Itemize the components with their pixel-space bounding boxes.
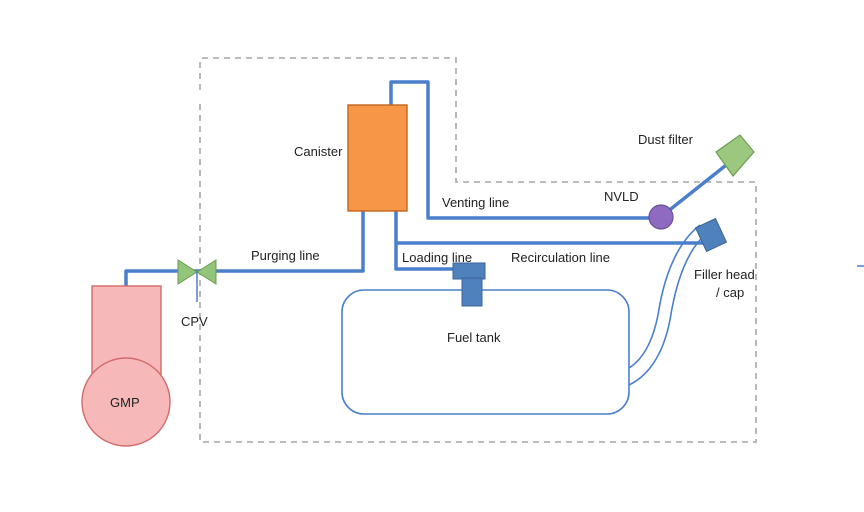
venting-line-label: Venting line bbox=[442, 195, 509, 210]
tank-fitting-icon bbox=[452, 262, 486, 307]
purging-line-label: Purging line bbox=[251, 248, 320, 263]
filler-neck-outer bbox=[628, 231, 709, 386]
bowtie-valve-icon bbox=[177, 259, 217, 302]
filler-cap-label: / cap bbox=[716, 285, 744, 300]
filler-cap-icon bbox=[694, 217, 728, 253]
purging-line bbox=[124, 210, 365, 288]
fuel-tank-label: Fuel tank bbox=[447, 330, 501, 345]
gmp-label: GMP bbox=[110, 395, 140, 410]
dust-filter-label: Dust filter bbox=[638, 132, 694, 147]
nvld-label: NVLD bbox=[604, 189, 639, 204]
canister bbox=[347, 104, 408, 212]
filler-head-label: Filler head bbox=[694, 267, 755, 282]
fuel-tank bbox=[341, 289, 630, 415]
canister-label: Canister bbox=[294, 144, 343, 159]
cpv-label: CPV bbox=[181, 314, 208, 329]
recirculation-line-label: Recirculation line bbox=[511, 250, 610, 265]
dust-filter-line bbox=[660, 160, 732, 218]
loading-line bbox=[394, 210, 470, 271]
filler-neck-inner bbox=[628, 224, 701, 369]
gmp-pump bbox=[81, 285, 171, 447]
filter-cone-icon bbox=[715, 134, 755, 177]
venting-line bbox=[389, 80, 660, 220]
system-boundary bbox=[199, 57, 757, 443]
circle-icon bbox=[648, 204, 674, 230]
loading-line-label: Loading line bbox=[402, 250, 472, 265]
